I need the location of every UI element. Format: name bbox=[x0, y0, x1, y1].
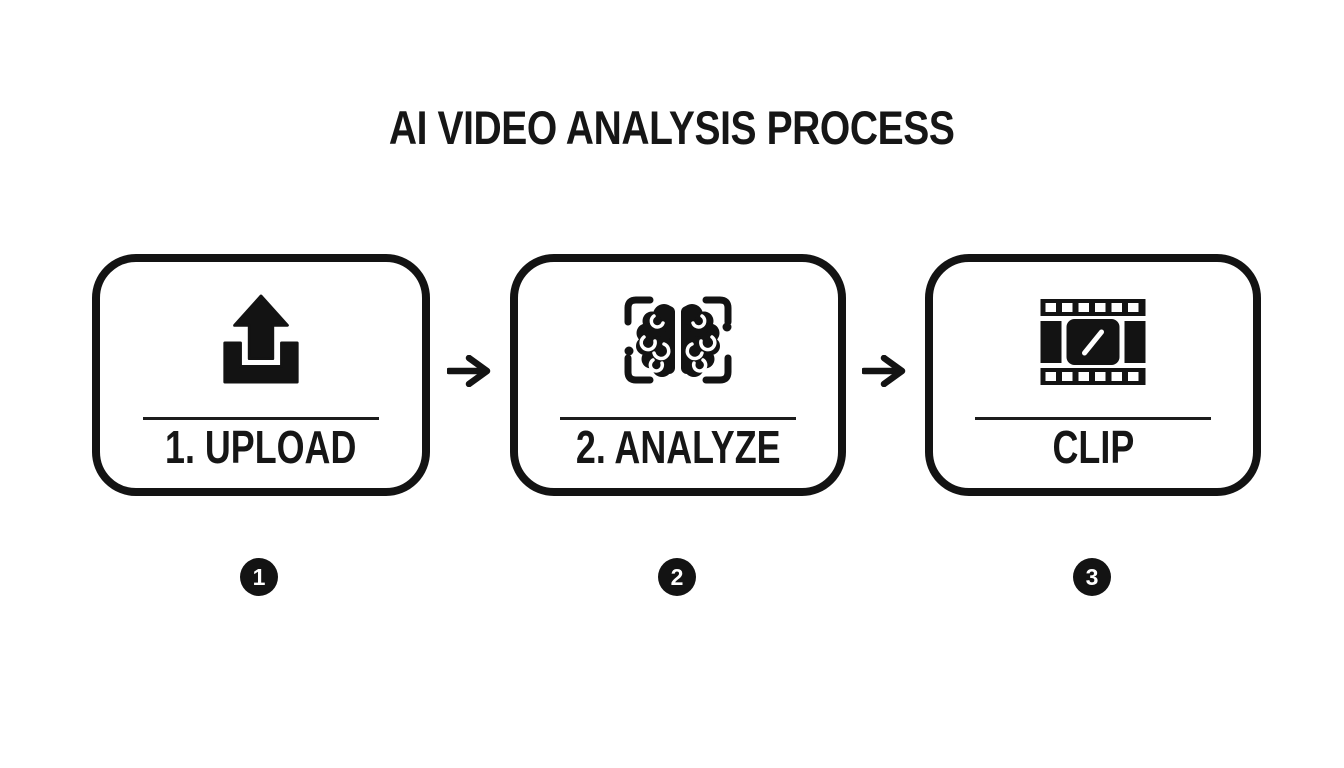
step-label-analyze: 2. ANALYZE bbox=[575, 421, 781, 473]
step-label-clip: CLIP bbox=[1052, 421, 1134, 473]
divider-line bbox=[975, 417, 1211, 420]
upload-icon bbox=[217, 294, 305, 387]
step-number-badge-3: 3 bbox=[1073, 558, 1111, 596]
divider-line bbox=[143, 417, 379, 420]
step-label-upload: 1. UPLOAD bbox=[165, 421, 357, 473]
arrow-right-icon bbox=[447, 355, 493, 387]
step-number-badge-1: 1 bbox=[240, 558, 278, 596]
brain-scan-icon bbox=[618, 290, 738, 390]
step-box-clip: CLIP bbox=[925, 254, 1261, 496]
page-title: AI VIDEO ANALYSIS PROCESS bbox=[0, 104, 1344, 151]
divider-line bbox=[560, 417, 796, 420]
step-box-analyze: 2. ANALYZE bbox=[510, 254, 846, 496]
film-clip-icon bbox=[1040, 299, 1146, 385]
page-title-text: AI VIDEO ANALYSIS PROCESS bbox=[389, 101, 955, 154]
step-number-badge-2: 2 bbox=[658, 558, 696, 596]
arrow-right-icon bbox=[862, 355, 908, 387]
step-box-upload: 1. UPLOAD bbox=[92, 254, 430, 496]
